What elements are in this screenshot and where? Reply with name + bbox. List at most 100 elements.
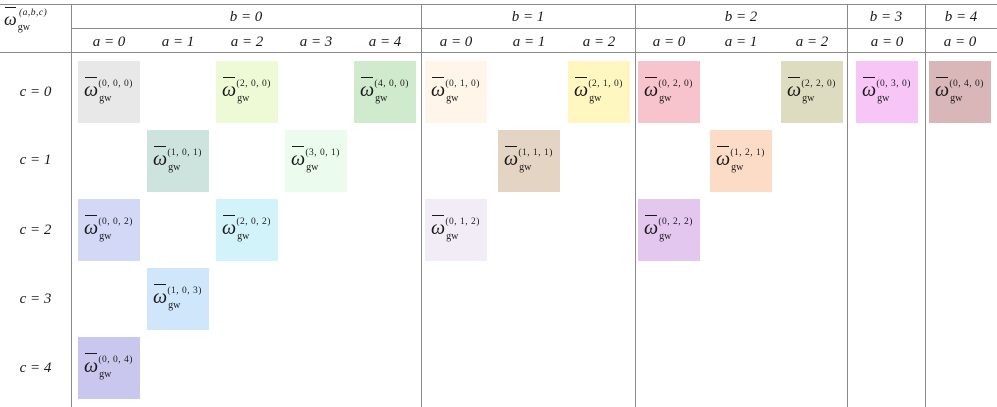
omega-bar-symbol: ω xyxy=(644,217,659,239)
omega-superscript: (2, 0, 0) xyxy=(236,79,271,89)
omega-subscript: gw xyxy=(659,231,672,242)
a-column-label: a = 0 xyxy=(439,34,473,50)
omega-subscript: gw xyxy=(99,231,112,242)
omega-cell: ωgw (1, 1, 1) xyxy=(498,130,560,192)
corner-omega-symbol: ω xyxy=(4,9,17,29)
omega-expression: ωgw(0, 4, 0) xyxy=(935,79,984,103)
omega-cell: ωgw(0, 3, 0) xyxy=(856,61,918,123)
omega-superscript: (4, 0, 0) xyxy=(374,79,409,89)
omega-subscript: gw xyxy=(802,93,815,104)
omega-cell: ωgw (2, 0, 2) xyxy=(216,199,278,261)
omega-superscript: (2, 0, 2) xyxy=(236,217,271,227)
omega-expression: ωgw(0, 1, 0) xyxy=(431,79,480,103)
omega-bar-symbol: ω xyxy=(360,79,375,101)
omega-bar-symbol: ω xyxy=(504,148,519,170)
omega-expression: ωgw (0, 2, 2) xyxy=(644,217,693,241)
omega-subscript: gw xyxy=(237,231,250,242)
omega-subscript: gw xyxy=(237,93,250,104)
omega-expression: ωgw (2, 0, 2) xyxy=(222,217,271,241)
c-row-label: c = 2 xyxy=(19,222,52,238)
omega-superscript: (2, 1, 0) xyxy=(588,79,623,89)
corner-superscript: (a,b,c) xyxy=(18,8,48,18)
omega-subscript: gw xyxy=(99,369,112,380)
omega-bar-symbol: ω xyxy=(84,79,99,101)
omega-superscript: (0, 2, 2) xyxy=(658,217,693,227)
omega-bar-symbol: ω xyxy=(291,148,306,170)
omega-superscript: (1, 2, 1) xyxy=(730,148,765,158)
omega-bar-symbol: ω xyxy=(716,148,731,170)
omega-superscript: (1, 1, 1) xyxy=(518,148,553,158)
a-column-label: a = 1 xyxy=(512,34,546,50)
c-row-label: c = 4 xyxy=(19,360,52,376)
omega-superscript: (0, 0, 0) xyxy=(98,79,133,89)
omega-subscript: gw xyxy=(168,300,181,311)
omega-cell: ωgw (0, 0, 0) xyxy=(78,61,140,123)
omega-bar-symbol: ω xyxy=(222,217,237,239)
b-group-divider xyxy=(421,4,422,407)
a-column-label: a = 2 xyxy=(795,34,829,50)
omega-superscript: (0, 2, 0) xyxy=(658,79,693,89)
omega-bar-symbol: ω xyxy=(935,79,950,101)
a-column-label: a = 1 xyxy=(724,34,758,50)
omega-cell: ωgw(0, 1, 0) xyxy=(425,61,487,123)
omega-bar-symbol: ω xyxy=(84,217,99,239)
omega-expression: ωgw (4, 0, 0) xyxy=(360,79,409,103)
omega-superscript: (0, 0, 2) xyxy=(98,217,133,227)
a-column-label: a = 0 xyxy=(92,34,126,50)
omega-expression: ωgw (0, 0, 4) xyxy=(84,355,133,379)
omega-subscript: gw xyxy=(168,162,181,173)
c-row-label: c = 3 xyxy=(19,291,52,307)
b-group-label: b = 2 xyxy=(724,9,758,25)
omega-cell: ωgw (2, 0, 0) xyxy=(216,61,278,123)
row-label-divider xyxy=(71,4,72,407)
omega-cell: ωgw (2, 2, 0) xyxy=(781,61,843,123)
omega-bar-symbol: ω xyxy=(574,79,589,101)
omega-superscript: (3, 0, 1) xyxy=(305,148,340,158)
omega-subscript: gw xyxy=(375,93,388,104)
omega-expression: ωgw (1, 1, 1) xyxy=(504,148,553,172)
top-rule xyxy=(0,4,997,5)
omega-cell: ωgw (3, 0, 1) xyxy=(285,130,347,192)
omega-subscript: gw xyxy=(306,162,319,173)
omega-expression: ωgw (2, 2, 0) xyxy=(787,79,836,103)
omega-superscript: (1, 0, 1) xyxy=(167,148,202,158)
omega-bar-symbol: ω xyxy=(862,79,877,101)
omega-subscript: gw xyxy=(99,93,112,104)
omega-cell: ωgw(0, 4, 0) xyxy=(929,61,991,123)
omega-bar-symbol: ω xyxy=(787,79,802,101)
omega-bar-symbol: ω xyxy=(222,79,237,101)
b-group-label: b = 1 xyxy=(511,9,545,25)
omega-cell: ωgw (0, 2, 0) xyxy=(638,61,700,123)
a-column-label: a = 2 xyxy=(230,34,264,50)
omega-cell: ωgw (0, 0, 2) xyxy=(78,199,140,261)
omega-subscript: gw xyxy=(731,162,744,173)
c-row-label: c = 1 xyxy=(19,152,52,168)
omega-cell: ωgw(2, 1, 0) xyxy=(568,61,630,123)
omega-subscript: gw xyxy=(519,162,532,173)
omega-subscript: gw xyxy=(659,93,672,104)
header-rule xyxy=(0,52,997,53)
omega-subscript: gw xyxy=(877,93,890,104)
a-column-label: a = 0 xyxy=(870,34,904,50)
omega-superscript: (0, 0, 4) xyxy=(98,355,133,365)
omega-superscript: (2, 2, 0) xyxy=(801,79,836,89)
omega-cell: ωgw (4, 0, 0) xyxy=(354,61,416,123)
omega-expression: ωgw (3, 0, 1) xyxy=(291,148,340,172)
omega-superscript: (0, 4, 0) xyxy=(949,79,984,89)
omega-expression: ωgw (0, 0, 0) xyxy=(84,79,133,103)
omega-bar-symbol: ω xyxy=(644,79,659,101)
a-column-label: a = 2 xyxy=(582,34,616,50)
b-group-divider xyxy=(925,4,926,407)
omega-cell: ωgw (1, 2, 1) xyxy=(710,130,772,192)
corner-header: ωgw(a,b,c) xyxy=(4,8,48,32)
a-column-label: a = 4 xyxy=(368,34,402,50)
omega-expression: ωgw(1, 0, 3) xyxy=(153,286,202,310)
a-column-label: a = 1 xyxy=(161,34,195,50)
omega-cell: ωgw (0, 0, 4) xyxy=(78,337,140,399)
omega-bar-symbol: ω xyxy=(153,286,168,308)
a-column-label: a = 3 xyxy=(299,34,333,50)
omega-cell: ωgw (0, 2, 2) xyxy=(638,199,700,261)
omega-bar-symbol: ω xyxy=(84,355,99,377)
omega-superscript: (0, 1, 2) xyxy=(445,217,480,227)
